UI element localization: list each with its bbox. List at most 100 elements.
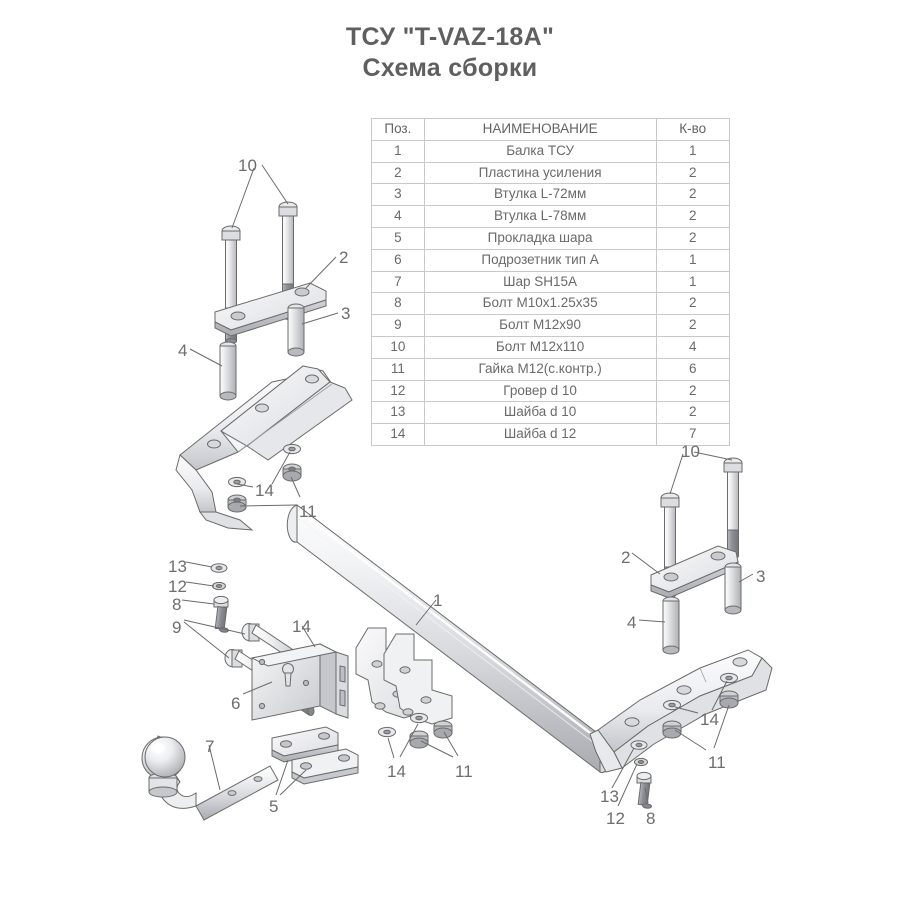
callout-left-13: 13 [168,557,187,576]
callout-left-10: 10 [238,156,257,175]
cell-name: Гровер d 10 [423,379,657,403]
bushing-l78-right [662,596,680,655]
callout-left-2: 2 [339,248,349,267]
callout-right-2: 2 [621,548,631,567]
tow-ball-sphere [144,736,186,778]
callout-left-14b: 14 [292,617,311,636]
cell-position: 10 [371,335,425,359]
left-bracket-arm [175,365,353,531]
cell-quantity: 1 [655,248,730,272]
callout-right-11: 11 [708,753,726,772]
cell-name: Болт М12х110 [423,335,657,359]
cell-quantity: 1 [655,270,730,294]
washer-spring-bolt-left [210,563,229,633]
callout-left-5: 5 [269,797,279,816]
cell-name: Болт М10х1.25х35 [423,292,657,316]
callout-right-4: 4 [627,613,637,632]
callout-left-4: 4 [178,341,188,360]
callout-right-14: 14 [700,710,719,729]
cell-name: Шайба d 12 [423,423,657,446]
callout-right-3: 3 [756,567,766,586]
callout-right-8: 8 [646,809,656,828]
cell-position: 1 [371,139,425,163]
callout-mid-11: 11 [455,762,473,781]
cell-quantity: 2 [655,205,730,228]
washer-nut-group-middle [378,712,453,749]
cell-quantity: 7 [655,423,730,446]
cell-name: Пластина усиления [423,161,657,185]
callout-left-8: 8 [172,595,182,614]
cell-position: 12 [371,379,425,403]
cell-name: Втулка L-72мм [423,183,657,207]
cell-position: 6 [371,248,425,272]
header-name: НАИМЕНОВАНИЕ [423,118,657,141]
cell-position: 4 [371,205,425,228]
cell-position: 2 [371,161,425,185]
leader-lines [181,164,754,807]
cell-quantity: 2 [655,226,730,250]
cell-quantity: 1 [655,139,730,163]
cell-quantity: 2 [655,401,730,425]
callout-left-9: 9 [172,618,182,637]
washer-spring-bolt-right [630,740,652,809]
callout-left-14: 14 [255,481,274,500]
cell-position: 14 [371,423,425,446]
callout-mid-14: 14 [387,762,406,781]
cell-quantity: 2 [655,161,730,185]
cell-name: Шайба d 10 [423,401,657,425]
cell-position: 8 [371,292,425,316]
cell-quantity: 2 [655,314,730,337]
callout-left-7: 7 [205,737,215,756]
cell-name: Болт М12х90 [423,314,657,337]
ball-spacer-plates-part-5 [271,726,359,785]
cell-position: 7 [371,270,425,294]
right-bracket-arm [589,649,773,773]
callout-left-12: 12 [168,577,187,596]
callout-beam-1: 1 [433,591,443,610]
cell-position: 9 [371,314,425,337]
callout-left-6: 6 [231,694,241,713]
cell-quantity: 4 [655,335,730,359]
cell-name: Прокладка шара [423,226,657,250]
bushing-l78-left [219,341,237,401]
header-quantity: К-во [655,118,730,141]
callout-left-11: 11 [299,502,317,521]
cell-name: Гайка М12(с.контр.) [423,357,657,381]
callout-left-3: 3 [341,304,351,323]
callout-right-12: 12 [606,809,625,828]
cell-quantity: 2 [655,292,730,316]
cell-quantity: 2 [655,379,730,403]
cell-name: Подрозетник тип А [423,248,657,272]
callout-right-13: 13 [600,787,619,806]
cell-quantity: 6 [655,357,730,381]
header-position: Поз. [371,118,425,141]
center-mounting-brackets [355,627,453,725]
callout-right-10: 10 [681,442,700,461]
cell-name: Втулка L-78мм [423,205,657,228]
cell-quantity: 2 [655,183,730,207]
bushing-l72-right [724,562,742,615]
bushing-l72-left [287,303,305,357]
bolt-m12x110-right-b [723,457,743,559]
socket-bracket-part-6 [250,643,349,721]
cell-position: 5 [371,226,425,250]
cell-position: 13 [371,401,425,425]
cell-position: 11 [371,357,425,381]
